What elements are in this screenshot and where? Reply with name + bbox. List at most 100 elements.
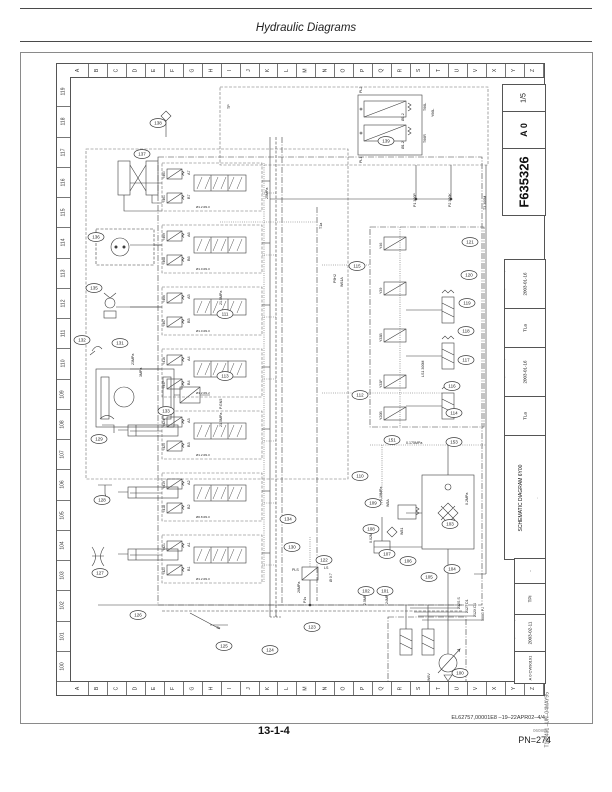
schematic-label: 109 — [369, 501, 377, 506]
grid-letter-cell: C — [108, 64, 127, 77]
schematic-label: Y416 — [162, 357, 166, 365]
schematic-label: TP — [227, 104, 231, 109]
schematic-label: 121 — [466, 240, 474, 245]
grid-letter-cell: S — [411, 64, 431, 77]
pilot-valve-stack — [322, 226, 485, 428]
schematic-label: B5 — [187, 318, 191, 323]
schematic-label: A2 — [187, 480, 191, 485]
info-value: TLa — [522, 412, 528, 420]
grid-ref-text: 104 — [60, 541, 66, 550]
schematic-label: 132 — [78, 338, 86, 343]
grid-number-cell: 111 — [57, 319, 70, 350]
info-date-1: DATE (YYYY-MM-DD) 2003-01-16 — [505, 260, 545, 309]
approval-caption: CHECKED BY — [515, 590, 516, 608]
sheet-cell: SHEET 1/5 — [503, 85, 545, 112]
elbow-pipe-icon — [99, 415, 115, 433]
schematic-label: 134 — [284, 517, 292, 522]
grid-letter-cell: K — [260, 682, 279, 695]
grid-ref-text: U — [454, 686, 461, 691]
grid-ref-text: 108 — [60, 420, 66, 429]
schematic-label: 129 — [95, 437, 103, 442]
swing-unit — [95, 368, 210, 428]
callout-108: 108 — [362, 524, 380, 534]
schematic-label: B6 — [187, 256, 191, 261]
grid-number-cell: 106 — [57, 470, 70, 501]
grid-ref-text: R — [397, 68, 404, 73]
grid-ref-text: D — [132, 68, 139, 73]
grid-ref-text: L — [283, 687, 290, 690]
schematic-label: PL1 — [359, 157, 363, 163]
grid-ref-text: N — [321, 68, 328, 73]
schematic-label: Y33F — [379, 379, 383, 388]
schematic-label: 0.175MPa — [406, 441, 422, 445]
schematic-label: Y467 — [162, 319, 166, 327]
schematic-label: Y460 — [162, 171, 166, 179]
grid-letter-cell: V — [468, 64, 487, 77]
approval-caption: APPROVED BY — [515, 561, 516, 580]
grid-letter-cell: H — [203, 682, 222, 695]
bottom-bus — [98, 604, 462, 618]
grid-number-cell: 117 — [57, 138, 70, 168]
callout-128: 128 — [93, 495, 111, 505]
callout-101: 101 — [376, 586, 394, 596]
grid-ref-text: 112 — [59, 299, 66, 308]
revision-caption: REVISION — [503, 124, 504, 137]
schematic-label: 135 — [90, 286, 98, 291]
schematic-label: B3 — [187, 442, 191, 447]
left-actuator-boundary — [85, 148, 349, 480]
grid-letter-cell: Z — [525, 682, 544, 695]
schematic-label: 212S S — [457, 597, 461, 609]
schematic-label: 111 — [222, 312, 229, 317]
schematic-label: 114 — [450, 411, 458, 416]
schematic-label: A4 — [187, 356, 191, 361]
sheet-number: 1/5 — [520, 93, 528, 103]
schematic-label: PLS — [292, 568, 299, 572]
schematic-label: T1a — [319, 223, 323, 229]
schematic-label: Ø1.2 — [401, 141, 405, 149]
grid-ref-text: G — [189, 68, 196, 73]
schematic-label: 138 — [154, 121, 162, 126]
callout-127: 127 — [91, 568, 109, 578]
schematic-label: 122 — [320, 558, 328, 563]
ls-pilot-component — [189, 221, 319, 630]
info-drawn: DRAWN BY TLa — [505, 397, 545, 436]
schematic-label: A6 — [187, 232, 191, 237]
callout-125: 125 — [215, 641, 233, 651]
callout-117: 117 — [457, 355, 475, 365]
grid-number-cell: 118 — [57, 107, 70, 138]
grid-letter-cell: U — [449, 682, 469, 695]
schematic-label: 151 — [388, 438, 396, 443]
approval-checked: CHECKED BY TPi — [515, 584, 545, 615]
grid-ref-text: 115 — [59, 208, 66, 217]
grid-number-cell: 103 — [57, 561, 70, 592]
schematic-label: T66R — [423, 134, 427, 143]
schematic-label: B2 — [187, 504, 191, 509]
schematic-label: Tb — [216, 626, 220, 630]
schematic-label: 104 — [448, 567, 456, 572]
schematic-label: Ø0.8 Ø1.0 — [196, 515, 210, 519]
grid-ref-text: A — [75, 68, 82, 73]
callout-102: 102 — [357, 586, 375, 596]
schematic-label: Ø 0.7 — [329, 573, 333, 582]
grid-ref-text: F — [170, 686, 177, 691]
grid-letter-cell: M — [297, 64, 317, 77]
schematic-label: Y468 — [162, 257, 166, 265]
schematic-label: 113 — [221, 374, 229, 379]
grid-letter-cell: X — [487, 682, 506, 695]
schematic-label: 26MPa — [297, 582, 301, 593]
schematic-label: P1s — [303, 597, 307, 603]
schematic-label: B7 — [187, 194, 191, 199]
grid-number-cell: 113 — [57, 259, 70, 289]
grid-ref-text: O — [340, 68, 347, 73]
pilot-rails — [263, 137, 318, 617]
grid-letter-cell: H — [203, 64, 222, 77]
grid-letter-cell: Y — [506, 682, 525, 695]
grid-number-cell: 116 — [57, 168, 70, 198]
grid-letter-cell: P — [354, 682, 374, 695]
schematic-label: P1 300P — [413, 193, 417, 207]
top-cylinder-pair — [117, 110, 172, 212]
schematic-label: Y20B — [379, 411, 383, 420]
